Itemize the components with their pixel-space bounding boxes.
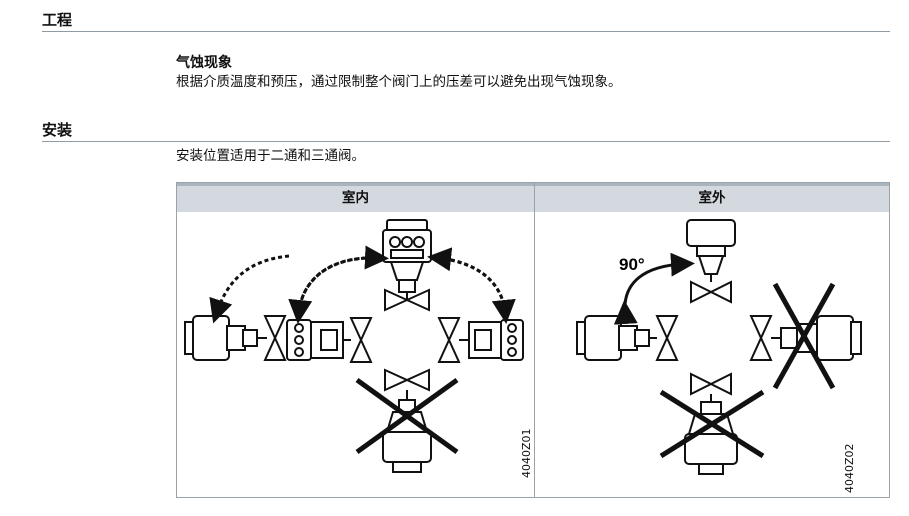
angle-label: 90° bbox=[619, 255, 645, 274]
outdoor-actuator-left-icon bbox=[576, 315, 679, 361]
outdoor-figure-code: 4040Z02 bbox=[843, 443, 856, 493]
installation-figure: 室内 室外 bbox=[176, 182, 890, 498]
rotation-90-arrow-icon bbox=[613, 252, 695, 325]
column-divider bbox=[534, 183, 535, 497]
actuator-inverted-icon bbox=[382, 368, 432, 473]
indoor-figure-code: 4040Z01 bbox=[520, 428, 533, 478]
outdoor-column-header: 室外 bbox=[535, 183, 889, 212]
cavitation-heading: 气蚀现象 bbox=[176, 55, 232, 71]
section-heading-engineering: 工程 bbox=[42, 10, 890, 32]
section-heading-installation: 安装 bbox=[42, 120, 890, 142]
actuator-right-icon bbox=[437, 317, 524, 363]
rotation-arrow-left-icon bbox=[209, 254, 290, 324]
outdoor-actuator-upright-icon bbox=[686, 219, 736, 304]
not-allowed-cross-icon bbox=[355, 377, 459, 455]
outdoor-not-allowed-cross-icon bbox=[659, 282, 836, 459]
installation-text: 安装位置适用于二通和三通阀。 bbox=[176, 148, 365, 164]
cavitation-text: 根据介质温度和预压，通过限制整个阀门上的压差可以避免出现气蚀现象。 bbox=[176, 74, 622, 90]
actuator-upright-icon bbox=[382, 219, 432, 312]
indoor-column-header: 室内 bbox=[177, 183, 534, 212]
outdoor-actuator-right-icon bbox=[749, 315, 862, 361]
actuator-left-icon bbox=[184, 315, 287, 361]
indoor-orientation-diagram bbox=[184, 219, 524, 473]
outdoor-orientation-diagram: 90° bbox=[576, 219, 862, 475]
actuator-middle-icon bbox=[286, 317, 373, 363]
rotation-arrow-middle-icon bbox=[288, 256, 380, 324]
